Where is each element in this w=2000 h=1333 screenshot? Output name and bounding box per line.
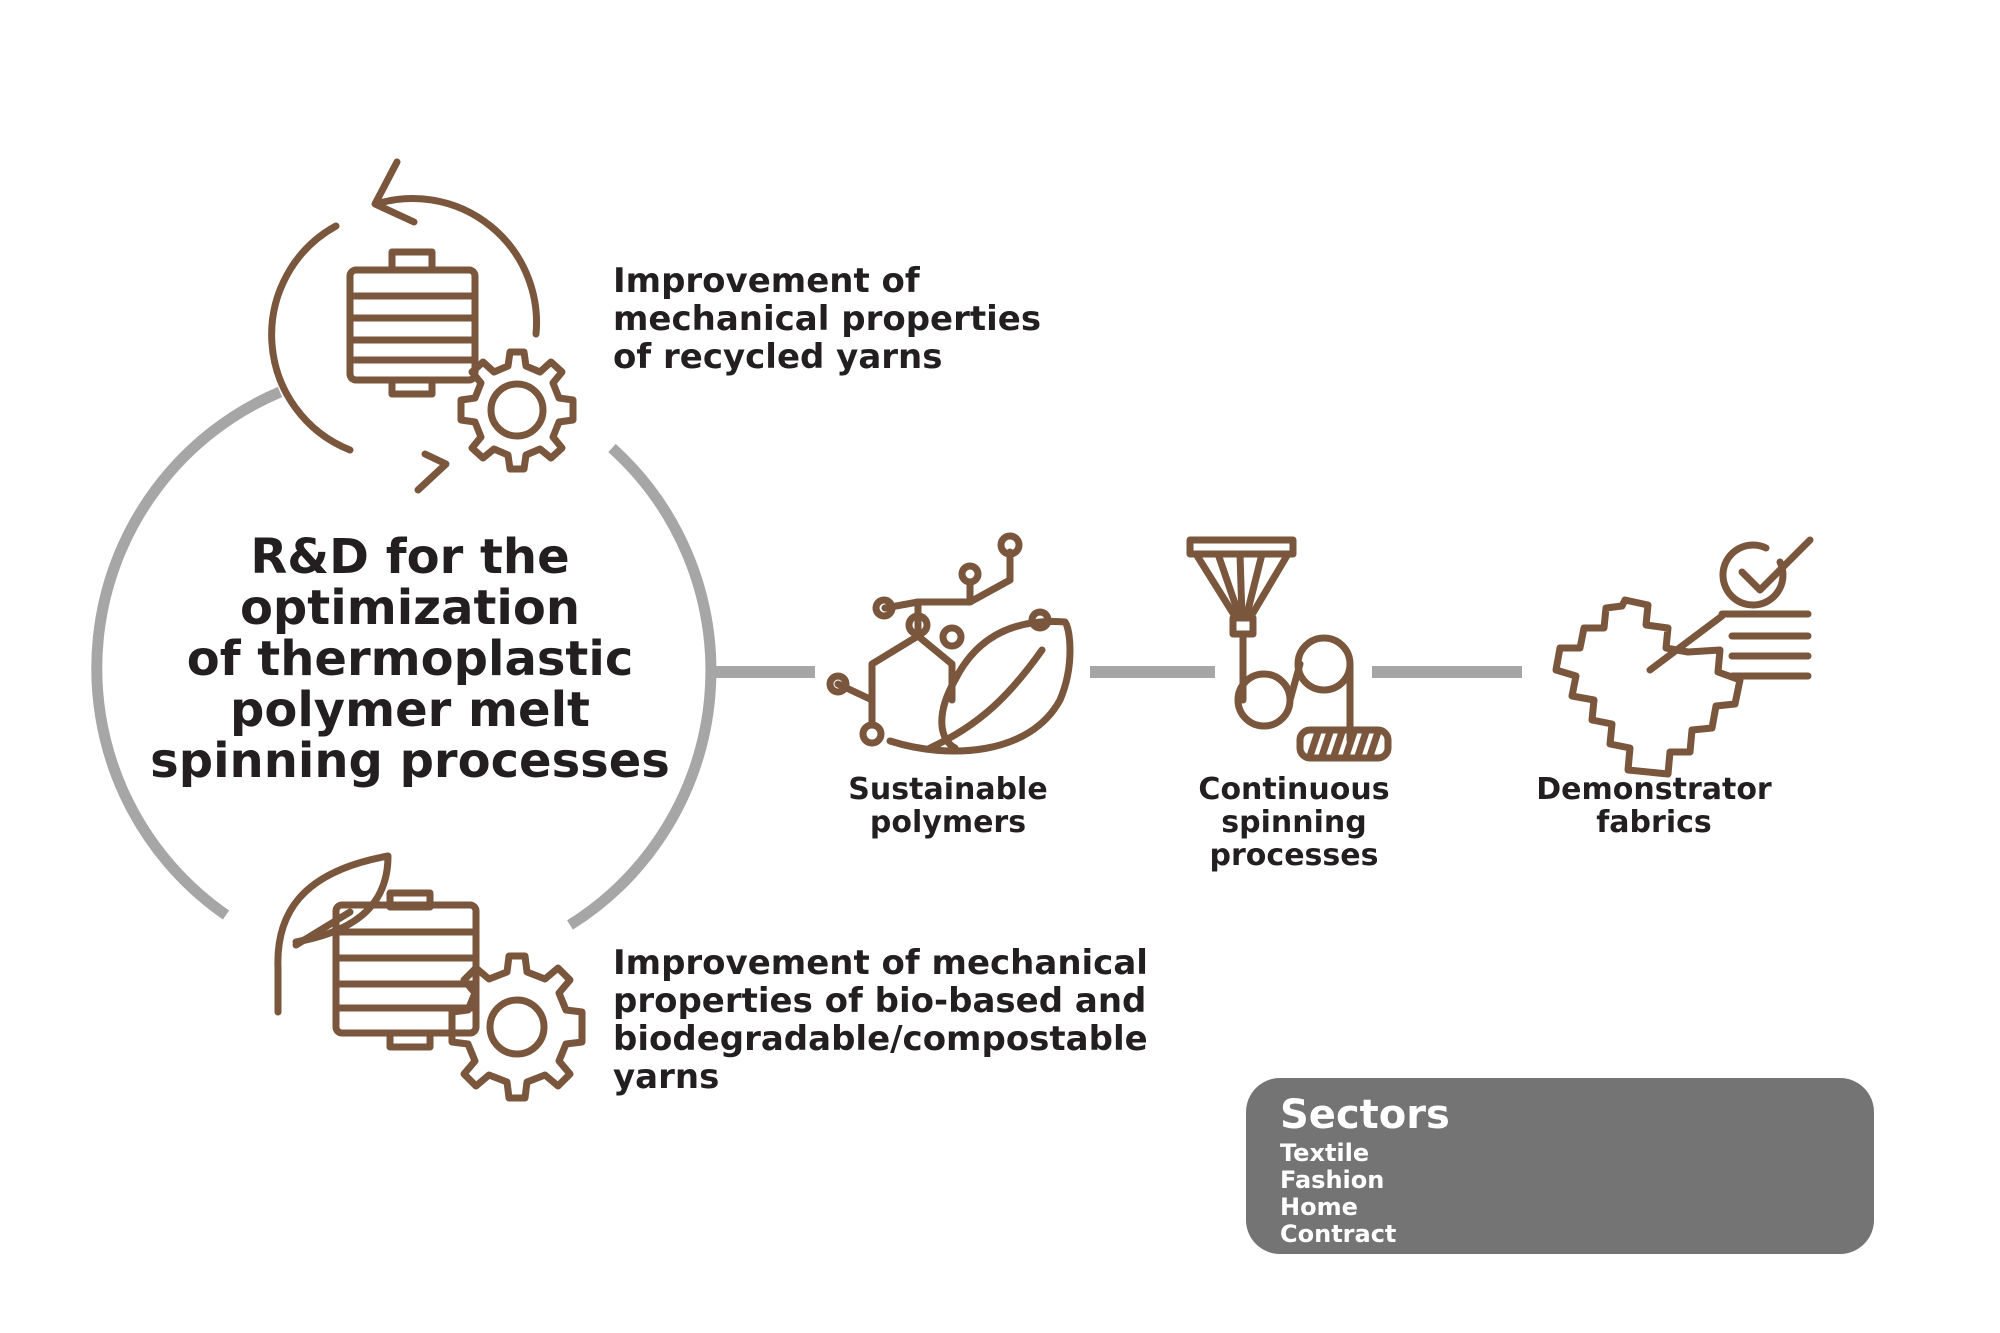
sector-item: Home xyxy=(1280,1193,1358,1221)
center-title-line: polymer melt xyxy=(230,682,590,738)
caption-line: properties of bio-based and xyxy=(613,981,1147,1021)
step-label-line: Demonstrator xyxy=(1536,772,1772,807)
center-title: R&D for the optimization of thermoplasti… xyxy=(120,532,700,787)
step-label-line: spinning xyxy=(1221,805,1367,840)
fabric-checklist-icon xyxy=(1552,536,1814,778)
cycle-ring xyxy=(91,386,717,930)
sectors-title: Sectors xyxy=(1280,1092,1450,1138)
spinning-machine-icon xyxy=(1186,536,1392,762)
biobased-yarn-gear-icon xyxy=(274,852,586,1102)
center-title-line: R&D for the xyxy=(250,529,570,585)
molecule-leaf-icon xyxy=(826,532,1074,755)
step-label-line: polymers xyxy=(869,805,1027,840)
caption-line: yarns xyxy=(613,1057,720,1097)
caption-line: Improvement of xyxy=(613,261,920,301)
recycled-yarn-gear-icon xyxy=(268,158,577,494)
step-label-demonstrator-fabrics: Demonstrator fabrics xyxy=(1504,773,1804,839)
sector-item: Fashion xyxy=(1280,1166,1385,1194)
center-title-line: of thermoplastic xyxy=(186,631,634,687)
sectors-panel: Sectors Textile Fashion Home Contract xyxy=(1246,1078,1874,1254)
sector-item: Contract xyxy=(1280,1220,1397,1248)
center-title-line: spinning processes xyxy=(150,733,670,789)
recycled-yarns-caption: Improvement of mechanical properties of … xyxy=(613,262,1041,376)
center-title-line: optimization xyxy=(239,580,581,636)
step-label-line: fabrics xyxy=(1596,805,1712,840)
caption-line: biodegradable/compostable xyxy=(613,1019,1148,1059)
caption-line: of recycled yarns xyxy=(613,337,943,377)
step-label-line: Continuous xyxy=(1198,772,1390,807)
step-label-continuous-spinning: Continuous spinning processes xyxy=(1144,773,1444,872)
step-label-line: Sustainable xyxy=(848,772,1048,807)
sectors-list: Textile Fashion Home Contract xyxy=(1280,1140,1396,1248)
step-label-line: processes xyxy=(1209,838,1379,873)
step-label-sustainable-polymers: Sustainable polymers xyxy=(798,773,1098,839)
caption-line: mechanical properties xyxy=(613,299,1042,339)
caption-line: Improvement of mechanical xyxy=(613,943,1148,983)
biobased-yarns-caption: Improvement of mechanical properties of … xyxy=(613,944,1148,1096)
sector-item: Textile xyxy=(1280,1139,1370,1167)
